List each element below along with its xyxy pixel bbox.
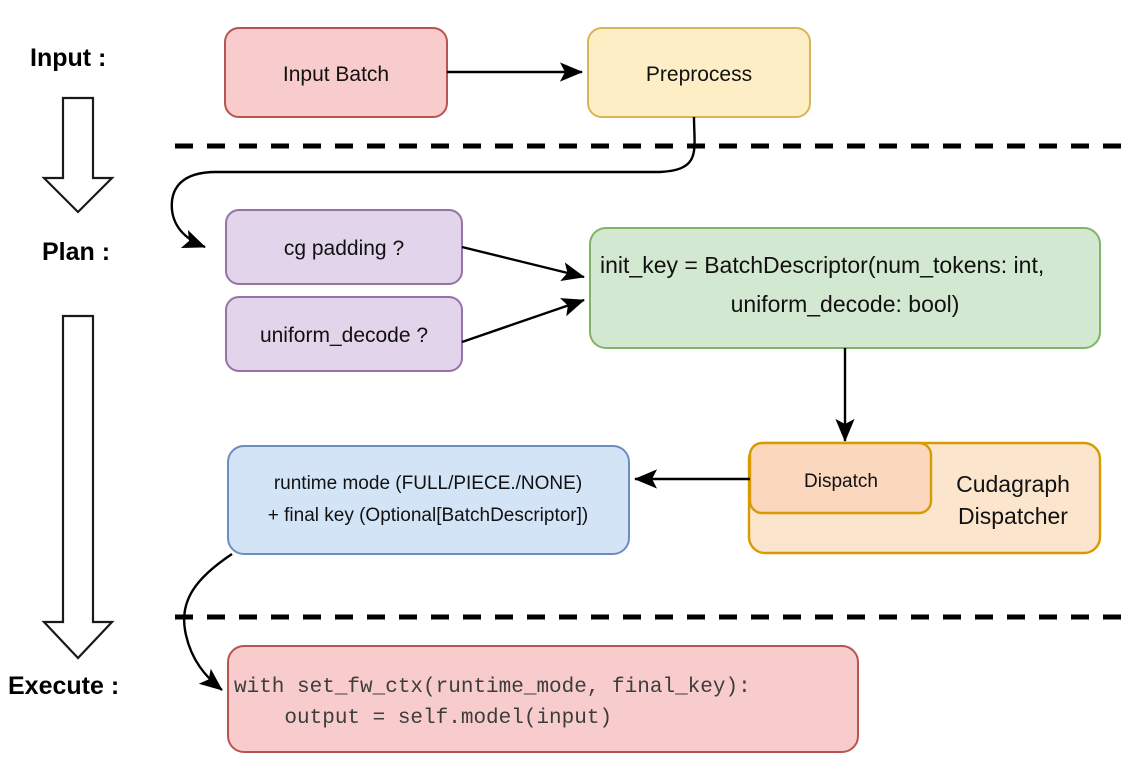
node-execute-code[interactable]: with set_fw_ctx(runtime_mode, final_key)… <box>227 645 859 753</box>
node-init-key[interactable]: init_key = BatchDescriptor(num_tokens: i… <box>589 227 1101 349</box>
node-dispatch[interactable]: Dispatch <box>748 441 933 515</box>
node-execute-code-line1: with set_fw_ctx(runtime_mode, final_key)… <box>234 676 751 699</box>
node-cg-padding[interactable]: cg padding ? <box>225 209 463 285</box>
node-runtime-mode[interactable]: runtime mode (FULL/PIECE./NONE) + final … <box>227 445 630 555</box>
edge-uniform-decode-to-init-key <box>461 298 585 344</box>
node-cudagraph-dispatcher-line2: Dispatcher <box>958 503 1068 529</box>
node-execute-code-shape <box>227 645 859 753</box>
node-init-key-line2: uniform_decode: bool) <box>731 291 960 317</box>
node-preprocess-shape <box>587 27 811 118</box>
stage-label-input: Input : <box>30 44 106 72</box>
node-preprocess[interactable]: Preprocess <box>587 27 811 118</box>
node-runtime-mode-shape <box>227 445 630 555</box>
node-cudagraph-dispatcher-line1: Cudagraph <box>956 471 1070 497</box>
node-input-batch-label: Input Batch <box>283 63 389 86</box>
stage-label-execute: Execute : <box>8 672 119 700</box>
node-dispatch-label: Dispatch <box>804 471 878 492</box>
node-runtime-mode-line2: + final key (Optional[BatchDescriptor]) <box>268 505 589 526</box>
node-uniform-decode[interactable]: uniform_decode ? <box>225 296 463 372</box>
node-cg-padding-label: cg padding ? <box>284 237 404 260</box>
node-input-batch[interactable]: Input Batch <box>224 27 448 118</box>
edge-cg-padding-to-init-key <box>461 245 585 282</box>
stage-arrow-input-to-plan <box>41 96 115 214</box>
node-uniform-decode-label: uniform_decode ? <box>260 324 428 347</box>
stage-label-plan: Plan : <box>42 238 110 266</box>
edge-preprocess-to-cg-padding <box>170 116 696 249</box>
node-init-key-shape <box>589 227 1101 349</box>
node-uniform-decode-shape <box>225 296 463 372</box>
node-init-key-line1: init_key = BatchDescriptor(num_tokens: i… <box>600 252 1044 278</box>
node-preprocess-label: Preprocess <box>646 63 752 86</box>
node-execute-code-line2: output = self.model(input) <box>234 707 612 730</box>
node-runtime-mode-line1: runtime mode (FULL/PIECE./NONE) <box>274 473 582 494</box>
edge-runtime-mode-to-execute-code <box>182 553 233 691</box>
stage-arrow-plan-to-execute <box>41 314 115 660</box>
